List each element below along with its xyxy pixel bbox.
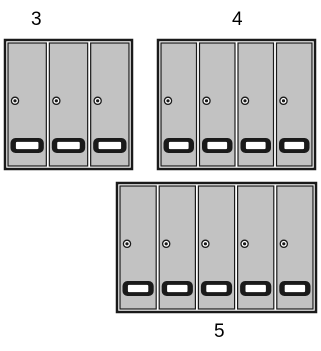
group-5-label: 5 [214,321,225,342]
binder [237,42,275,167]
binder [198,42,236,167]
binder [158,185,196,310]
label-holder-icon [279,281,311,296]
label-holder-icon [279,138,310,153]
ring-hole-center [13,99,17,103]
label-holder-window [283,284,306,293]
label-holder-window [168,141,190,150]
ring-hole-center [166,99,170,103]
binder [7,42,47,167]
ring-hole-center [96,99,100,103]
label-holder-window [206,141,228,150]
label-holder-icon [51,138,86,153]
binder [90,42,130,167]
ring-hole-center [125,242,129,246]
ring-hole-center [281,99,286,103]
binder [197,185,236,310]
group-3-label: 3 [31,9,42,30]
label-holder-icon [163,138,194,153]
binder [275,42,313,167]
binder-group-5 [115,181,318,314]
label-holder-icon [10,138,44,153]
ring-hole-center [203,242,207,246]
label-holder-icon [240,281,272,296]
label-holder-window [97,141,122,150]
binder [237,185,275,310]
label-holder-window [245,141,267,150]
ring-hole-center [243,242,247,246]
label-holder-icon [122,281,154,296]
label-holder-window [205,284,228,293]
binder-group-4 [156,38,317,171]
binder [160,42,198,167]
label-holder-icon [161,281,193,296]
label-holder-window [166,284,189,293]
label-holder-window [283,141,305,150]
binder-group-3 [3,38,134,171]
binder [48,42,89,167]
label-holder-icon [200,281,233,296]
label-holder-window [15,141,40,150]
label-holder-window [244,284,267,293]
ring-hole-center [204,99,209,103]
ring-hole-center [164,242,168,246]
label-holder-window [56,141,81,150]
binder [119,185,157,310]
label-holder-icon [202,138,233,153]
label-holder-icon [240,138,271,153]
ring-hole-center [282,242,286,246]
binder [276,185,314,310]
label-holder-window [127,284,150,293]
ring-hole-center [54,99,58,103]
label-holder-icon [93,138,127,153]
group-4-label: 4 [232,9,243,30]
ring-hole-center [243,99,247,103]
